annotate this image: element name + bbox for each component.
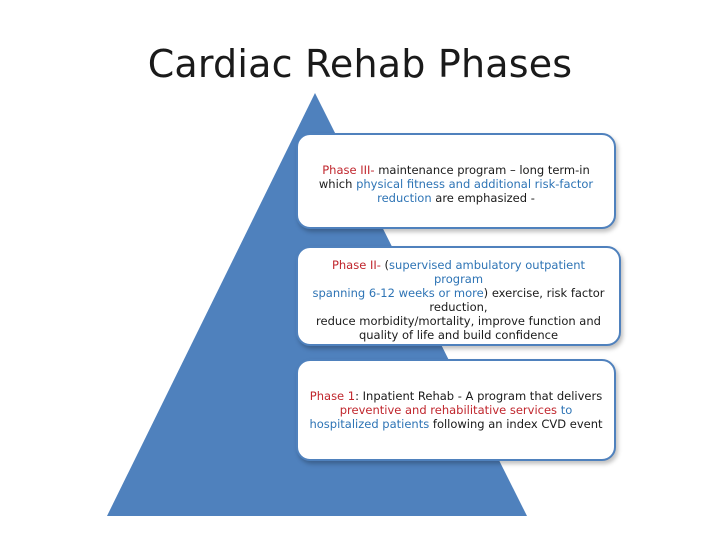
phase-1-text: : Inpatient Rehab - A program that deliv… xyxy=(355,389,603,403)
phase-1-highlight: hospitalized patients xyxy=(309,417,430,431)
phase-1-label: Phase 1 xyxy=(309,389,356,403)
phase-2-line-3: reduction, xyxy=(429,300,488,314)
phase-2-label: Phase II- xyxy=(331,258,381,272)
phase-1-highlight: preventive and rehabilitative services xyxy=(339,403,558,417)
phase-3-text: which xyxy=(318,177,357,191)
phase-3-text: maintenance program – long term-in xyxy=(374,163,590,177)
phase-2-line-5: quality of life and build confidence xyxy=(358,328,559,342)
phase-2-line-4: reduce morbidity/mortality, improve func… xyxy=(316,314,601,328)
phase-2-highlight: supervised ambulatory outpatient program xyxy=(389,258,586,286)
phase-2-line-1: Phase II- (supervised ambulatory outpati… xyxy=(306,258,611,286)
phase-2-line-2: spanning 6-12 weeks or more) exercise, r… xyxy=(312,286,604,300)
phase-3-label: Phase III- xyxy=(322,163,375,177)
phase-1-text: following an index CVD event xyxy=(429,417,603,431)
phase-1-line-1: Phase 1: Inpatient Rehab - A program tha… xyxy=(310,389,602,403)
phase-3-highlight: reduction xyxy=(377,191,432,205)
phase-2-box: Phase II- (supervised ambulatory outpati… xyxy=(296,246,621,346)
phase-3-text: are emphasized - xyxy=(431,191,535,205)
phase-2-text: ) exercise, risk factor xyxy=(483,286,605,300)
phase-3-line-1: Phase III- maintenance program – long te… xyxy=(322,163,590,177)
phase-2-highlight: spanning 6-12 weeks or more xyxy=(312,286,484,300)
phase-1-line-3: hospitalized patients following an index… xyxy=(309,417,602,431)
phase-2-text: ( xyxy=(380,258,390,272)
phase-3-highlight: physical fitness and additional risk-fac… xyxy=(356,177,594,191)
phase-3-box: Phase III- maintenance program – long te… xyxy=(296,133,616,229)
phase-1-highlight: to xyxy=(557,403,573,417)
page-title: Cardiac Rehab Phases xyxy=(147,42,573,86)
phase-1-box: Phase 1: Inpatient Rehab - A program tha… xyxy=(296,359,616,461)
phase-3-line-3: reduction are emphasized - xyxy=(377,191,535,205)
phase-3-line-2: which physical fitness and additional ri… xyxy=(319,177,593,191)
phase-1-line-2: preventive and rehabilitative services t… xyxy=(340,403,573,417)
